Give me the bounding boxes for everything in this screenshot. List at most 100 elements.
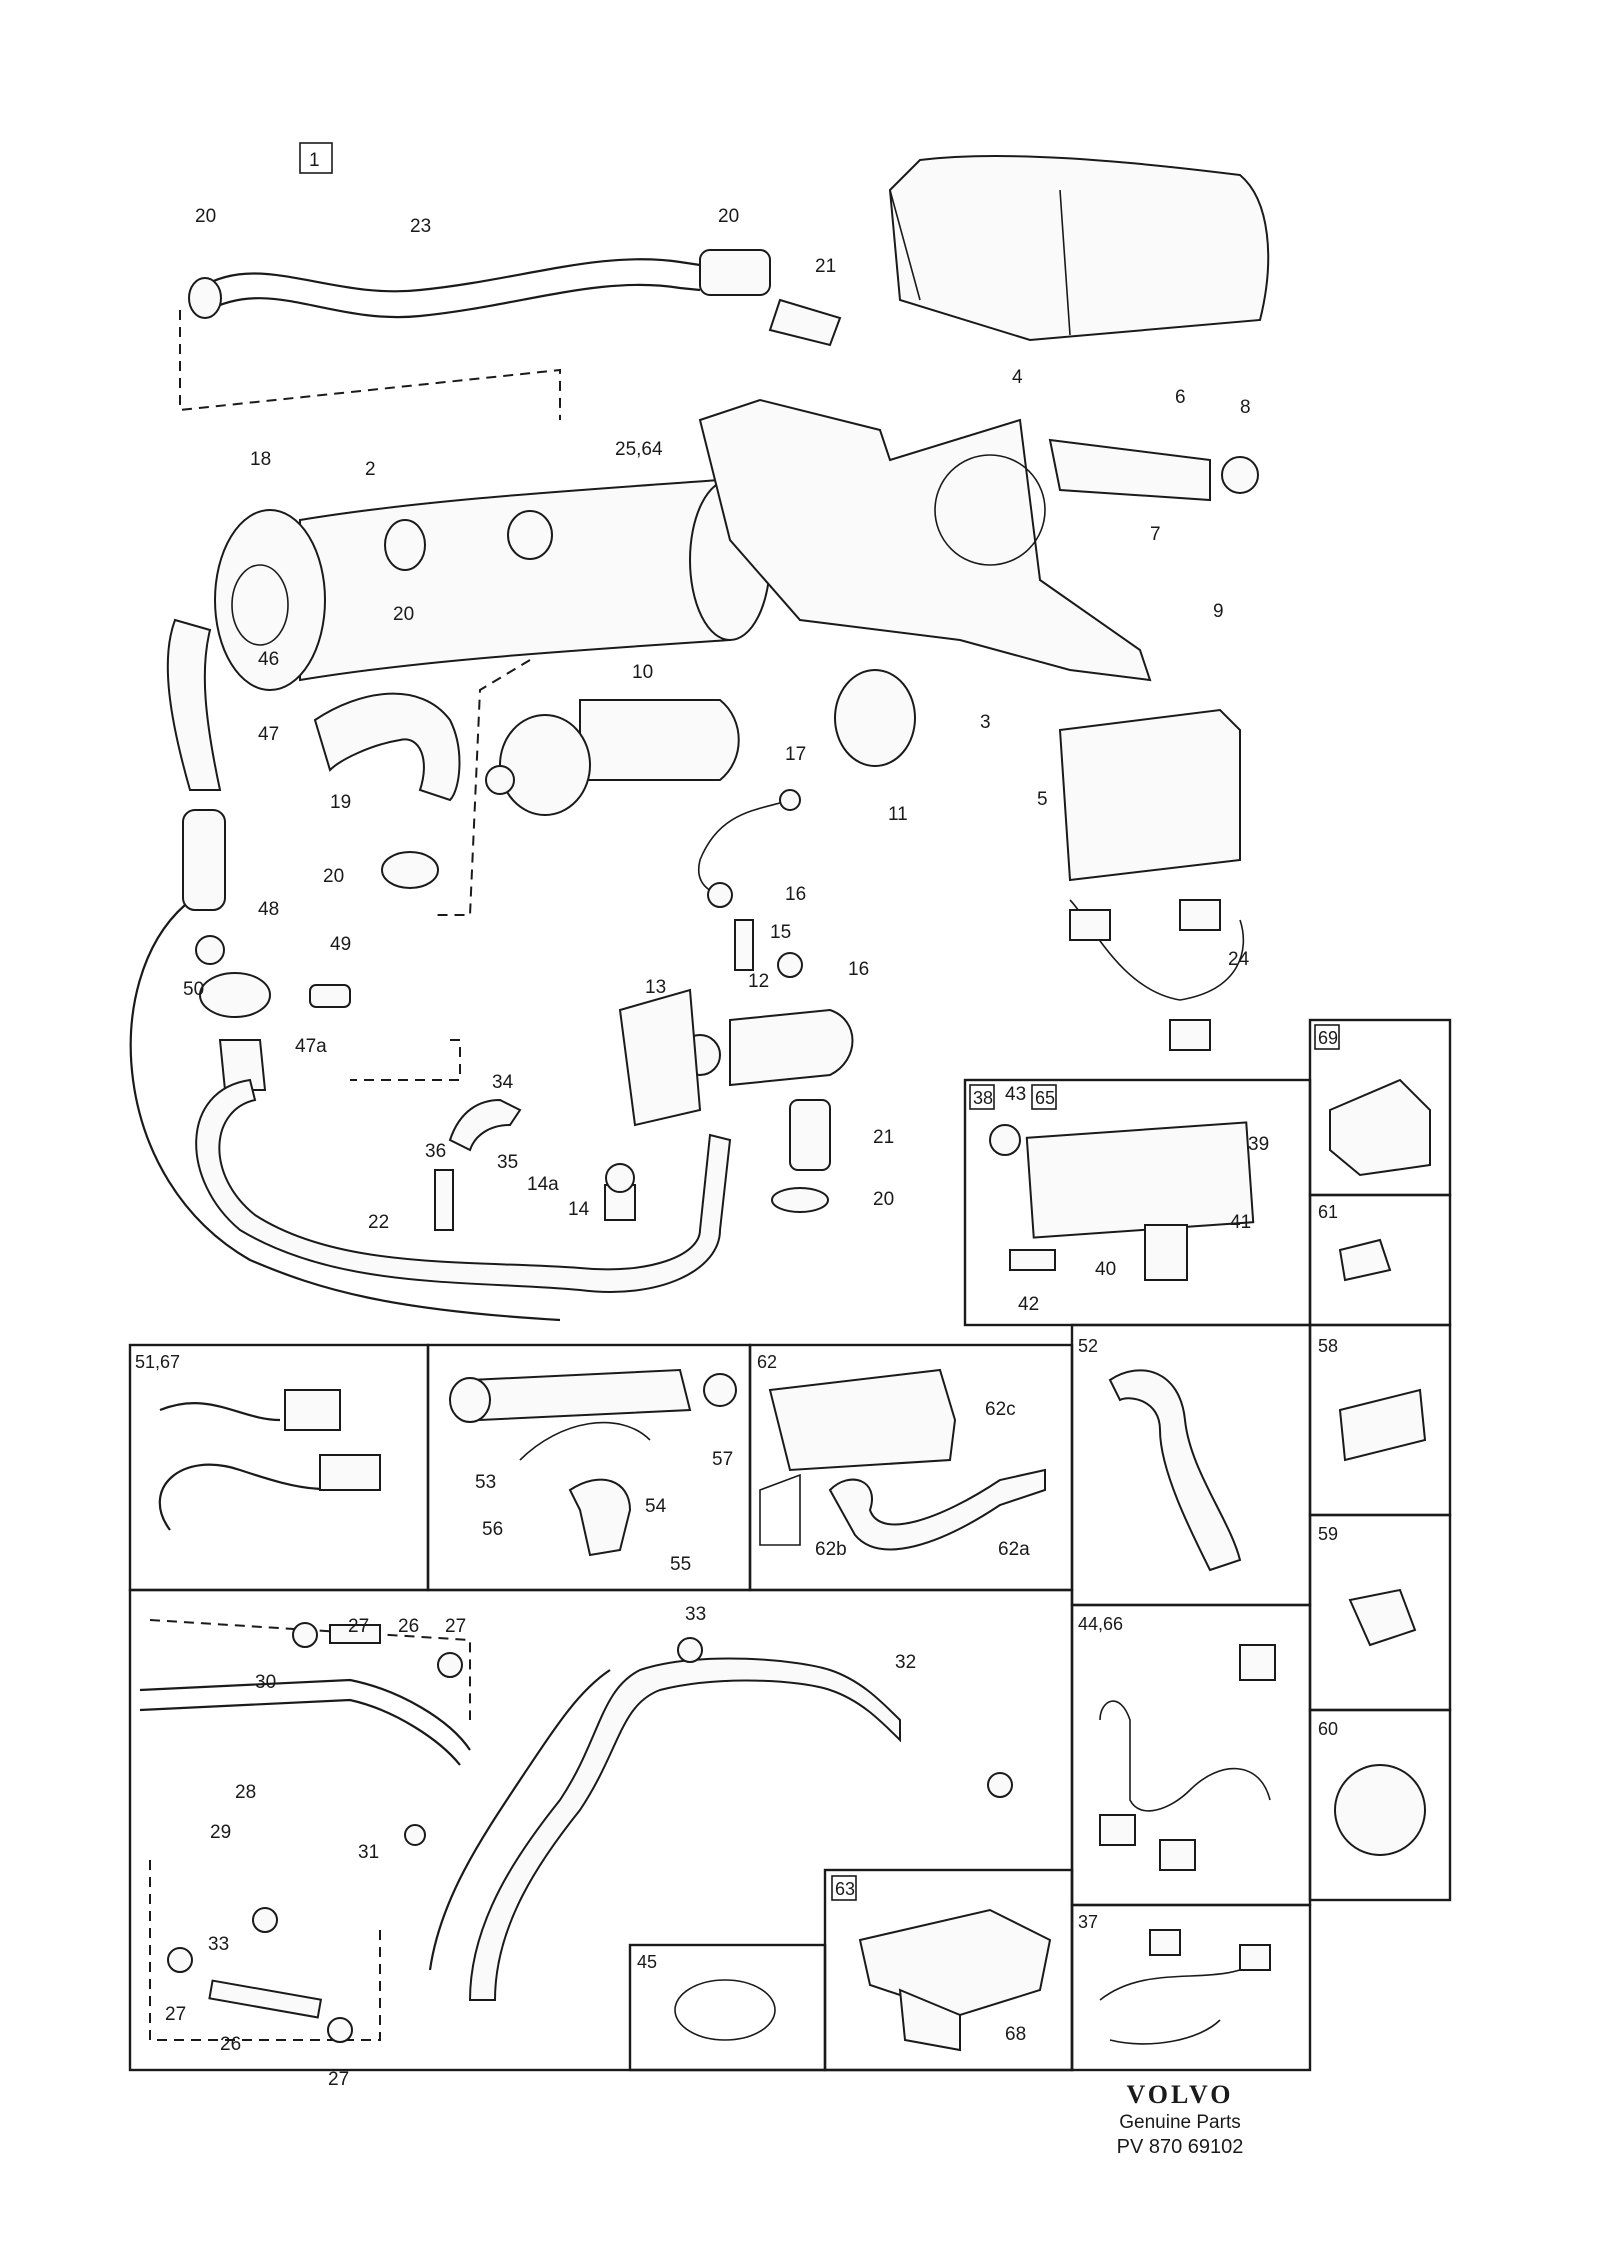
relay-69 bbox=[1329, 1078, 1431, 1177]
label-62b: 62b bbox=[815, 1539, 847, 1560]
label-62c: 62c bbox=[985, 1399, 1016, 1420]
washer-14a bbox=[605, 1163, 635, 1193]
label-5: 5 bbox=[1037, 789, 1048, 810]
fan-motor-10 bbox=[485, 699, 740, 816]
label-16: 16 bbox=[848, 959, 869, 980]
label-45: 45 bbox=[637, 1952, 657, 1972]
label-26: 26 bbox=[220, 2034, 241, 2055]
hose-19 bbox=[313, 692, 461, 802]
label-46: 46 bbox=[258, 649, 279, 670]
label-13: 13 bbox=[645, 977, 666, 998]
label-33: 33 bbox=[685, 1604, 706, 1625]
label-20: 20 bbox=[718, 206, 739, 227]
screw-42 bbox=[1009, 1249, 1056, 1271]
label-27: 27 bbox=[445, 1616, 466, 1637]
label-9: 9 bbox=[1213, 601, 1224, 622]
label-62: 62 bbox=[757, 1352, 777, 1372]
label-10: 10 bbox=[632, 662, 653, 683]
label-29: 29 bbox=[210, 1822, 231, 1843]
label-43: 43 bbox=[1005, 1084, 1026, 1105]
harness-37 bbox=[1099, 1959, 1261, 2045]
label-35: 35 bbox=[497, 1152, 518, 1173]
label-41: 41 bbox=[1230, 1212, 1251, 1233]
tube-26-top bbox=[329, 1624, 381, 1644]
relay-40 bbox=[1144, 1224, 1188, 1281]
label-68: 68 bbox=[1005, 2024, 1026, 2045]
label-20: 20 bbox=[195, 206, 216, 227]
clamp-20b bbox=[771, 1187, 829, 1213]
hose-62a bbox=[828, 1468, 1046, 1551]
label-4: 4 bbox=[1012, 367, 1023, 388]
label-18: 18 bbox=[250, 449, 271, 470]
label-7: 7 bbox=[1150, 524, 1161, 545]
tube-26-bottom bbox=[208, 1979, 323, 2019]
label-12: 12 bbox=[748, 971, 769, 992]
label-19: 19 bbox=[330, 792, 351, 813]
label-53: 53 bbox=[475, 1472, 496, 1493]
sleeve-15 bbox=[734, 919, 754, 971]
label-20: 20 bbox=[393, 604, 414, 625]
cover-62c bbox=[768, 1368, 957, 1472]
label-51-67: 51,67 bbox=[135, 1352, 180, 1372]
part-number: PV 870 69102 bbox=[1116, 2136, 1244, 2158]
label-38: 38 bbox=[973, 1088, 993, 1108]
label-50: 50 bbox=[183, 979, 204, 1000]
harness-44-66 bbox=[1099, 1700, 1271, 1812]
callout-labels: 20 23 20 21 4 6 8 25,64 18 2 7 9 20 46 3… bbox=[135, 206, 1338, 2090]
spring-47a bbox=[218, 1039, 267, 1091]
bolt-33 bbox=[677, 1637, 703, 1663]
screw-61 bbox=[1338, 1238, 1392, 1282]
knob-68 bbox=[898, 1988, 961, 2052]
fitting-34 bbox=[448, 1098, 522, 1152]
bolt-49 bbox=[309, 984, 351, 1008]
bracket-54 bbox=[568, 1478, 632, 1557]
label-57: 57 bbox=[712, 1449, 733, 1470]
label-21: 21 bbox=[815, 256, 836, 277]
label-27: 27 bbox=[165, 2004, 186, 2025]
label-15: 15 bbox=[770, 922, 791, 943]
label-54: 54 bbox=[645, 1496, 667, 1517]
label-6: 6 bbox=[1175, 387, 1186, 408]
heater-burner-2 bbox=[214, 478, 771, 691]
label-28: 28 bbox=[235, 1782, 256, 1803]
label-44-66: 44,66 bbox=[1078, 1614, 1123, 1634]
label-40: 40 bbox=[1095, 1259, 1116, 1280]
label-27: 27 bbox=[348, 1616, 369, 1637]
label-47: 47 bbox=[258, 724, 279, 745]
label-16: 16 bbox=[785, 884, 806, 905]
label-21: 21 bbox=[873, 1127, 894, 1148]
panel-fuel-lines bbox=[128, 1588, 1074, 2072]
label-23: 23 bbox=[410, 216, 431, 237]
strap-45 bbox=[674, 1979, 776, 2041]
label-62a: 62a bbox=[998, 1539, 1030, 1560]
label-34: 34 bbox=[492, 1072, 514, 1093]
label-20: 20 bbox=[323, 866, 344, 887]
control-unit-5 bbox=[1058, 708, 1241, 882]
panel-37 bbox=[1070, 1903, 1312, 2072]
label-14a: 14a bbox=[527, 1174, 559, 1195]
label-33: 33 bbox=[208, 1934, 229, 1955]
label-8: 8 bbox=[1240, 397, 1251, 418]
label-17: 17 bbox=[785, 744, 806, 765]
muffler-53 bbox=[468, 1368, 692, 1422]
hose-23 bbox=[188, 249, 842, 347]
label-49: 49 bbox=[330, 934, 351, 955]
label-55: 55 bbox=[670, 1554, 691, 1575]
page-marker: 1 bbox=[309, 150, 320, 171]
label-36: 36 bbox=[425, 1141, 446, 1162]
label-31: 31 bbox=[358, 1842, 379, 1863]
label-2: 2 bbox=[365, 459, 376, 480]
label-27: 27 bbox=[328, 2069, 349, 2090]
clip-59 bbox=[1348, 1588, 1417, 1647]
label-47a: 47a bbox=[295, 1036, 327, 1057]
clip-62b bbox=[759, 1473, 801, 1546]
label-58: 58 bbox=[1318, 1336, 1338, 1356]
label-30: 30 bbox=[255, 1672, 276, 1693]
fuel-line-32 bbox=[468, 1657, 901, 2001]
label-56: 56 bbox=[482, 1519, 503, 1540]
fuel-pump-12 bbox=[679, 1008, 854, 1087]
label-22: 22 bbox=[368, 1212, 389, 1233]
cable-loop bbox=[129, 904, 561, 1322]
label-42: 42 bbox=[1018, 1294, 1039, 1315]
